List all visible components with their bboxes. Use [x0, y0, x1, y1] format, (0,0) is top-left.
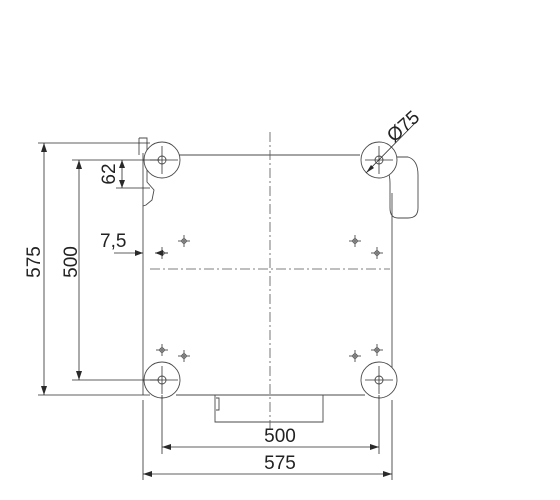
- dimension-label-wheel-diameter: Ø75: [383, 107, 424, 147]
- dimension-label-wheel-base-height: 500: [61, 246, 82, 278]
- dimension-offset-7-5: [114, 250, 168, 256]
- mounting-hole: [371, 344, 383, 356]
- mounting-hole: [178, 350, 190, 362]
- caster-wheel-bottom-right: [360, 361, 398, 399]
- dimension-label-wheel-base-width: 500: [264, 426, 296, 447]
- dimension-overall-height: [38, 142, 150, 396]
- mounting-holes: [156, 235, 383, 362]
- dimension-wheel-diameter: [365, 119, 419, 174]
- dimension-overall-width: [142, 400, 393, 480]
- dimension-label-overall-height: 575: [24, 246, 45, 278]
- dimension-label-offset-62: 62: [99, 163, 120, 184]
- dimension-label-offset-7-5: 7,5: [100, 231, 126, 252]
- dimension-label-overall-width: 575: [264, 453, 296, 474]
- mounting-hole: [178, 235, 190, 247]
- dimension-offset-62: [116, 160, 150, 189]
- mounting-hole: [371, 247, 383, 259]
- handle-outline: [379, 156, 419, 219]
- mounting-hole: [156, 344, 168, 356]
- mounting-hole: [349, 235, 361, 247]
- bottom-drawer-notch: [216, 397, 220, 411]
- mounting-hole: [349, 350, 361, 362]
- dimension-wheel-base-height: [72, 159, 160, 381]
- dimension-wheel-base-width: [161, 395, 380, 454]
- bottom-drawer-outline: [214, 395, 324, 423]
- cart-body-outline: [138, 137, 393, 396]
